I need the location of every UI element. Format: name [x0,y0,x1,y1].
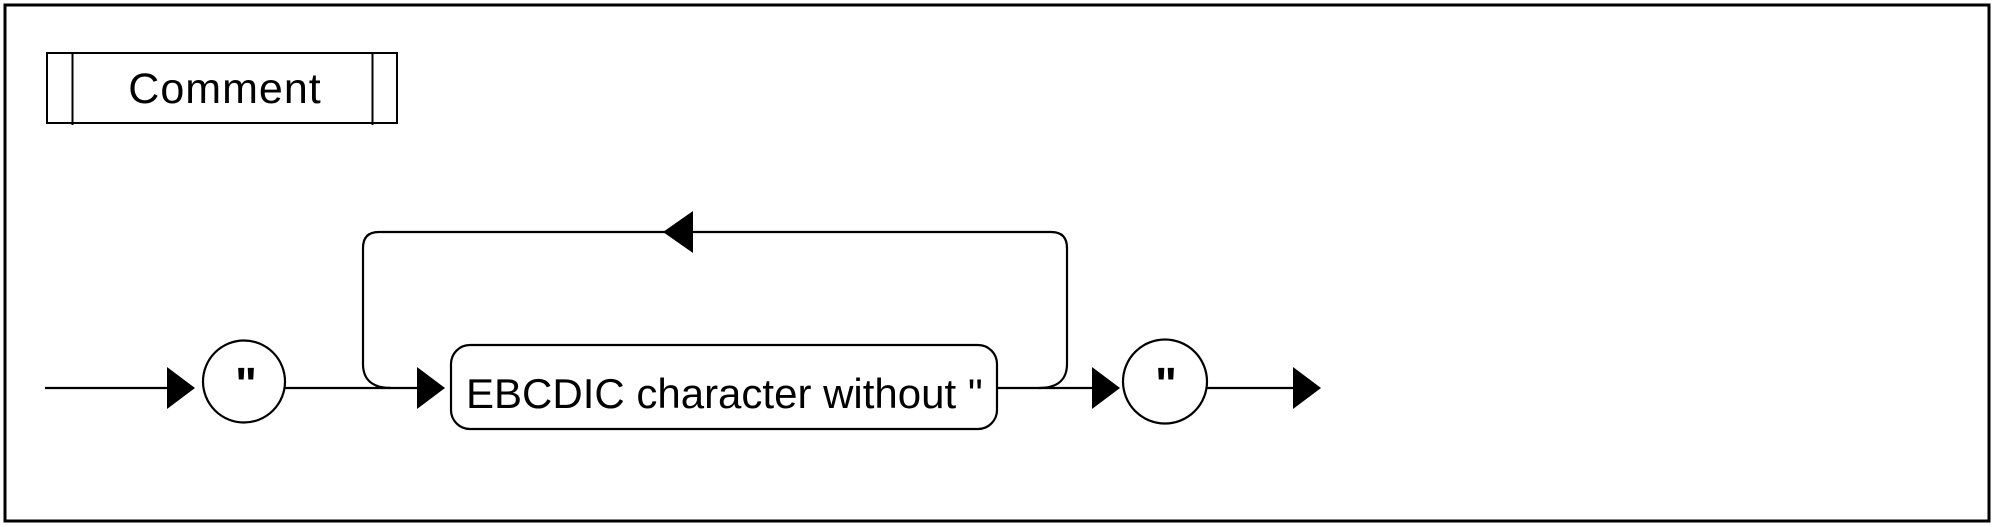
box-entry-arrow-right-icon [417,367,445,409]
nonterminal-label: EBCDIC character without " [466,370,983,417]
start-terminal-circle [201,339,287,424]
end-terminal-circle [1121,338,1209,425]
end-junction-arrow-right-icon [1092,367,1120,409]
exit-arrow-right-icon [1293,367,1321,409]
repeat-loop-path [361,230,1069,390]
end-terminal-label: " [1155,358,1177,410]
entry-arrow-right-icon [167,367,195,409]
diagram-border [3,3,1991,523]
start-terminal-label: " [235,358,257,410]
rule-title-label: Comment [128,65,321,113]
loop-arrow-left-icon [663,211,693,253]
title-box: Comment [46,52,398,125]
title-box-frame [46,52,398,124]
